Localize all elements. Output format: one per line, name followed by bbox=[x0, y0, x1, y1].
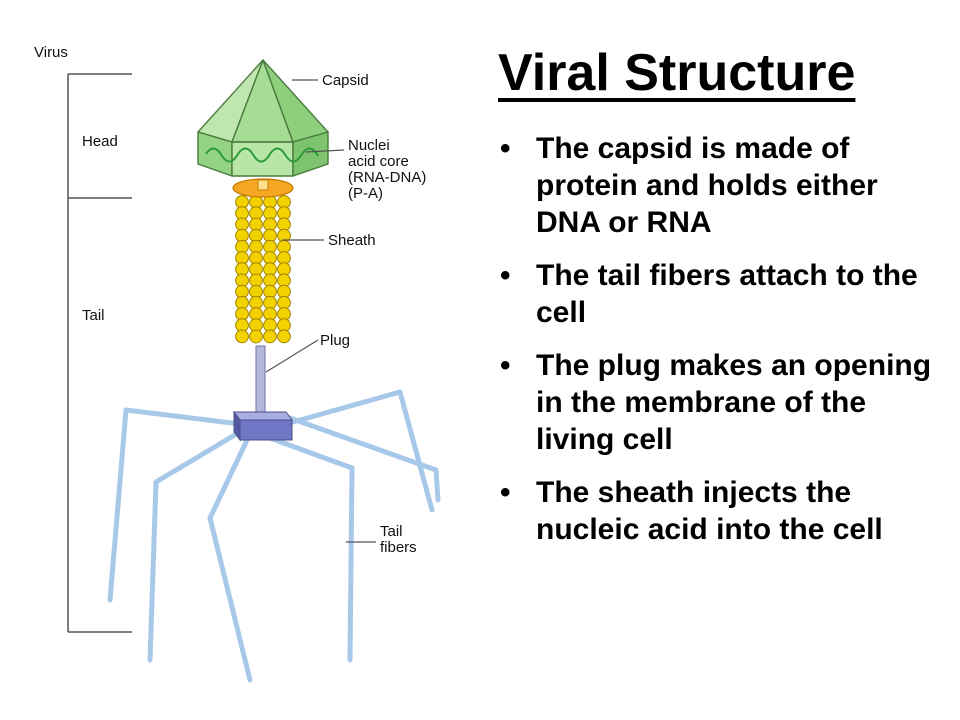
bullet-capsid: The capsid is made of protein and holds … bbox=[500, 130, 940, 241]
collar bbox=[232, 178, 294, 198]
sheath-bead bbox=[263, 329, 277, 344]
label-tail: Tail bbox=[82, 307, 105, 324]
label-head: Head bbox=[82, 133, 118, 150]
virus-bracket bbox=[67, 73, 132, 633]
slide-title: Viral Structure bbox=[498, 44, 856, 102]
nucleic-acid-helix bbox=[205, 147, 319, 163]
bullet-plug: The plug makes an opening in the membran… bbox=[500, 347, 940, 458]
label-nuclei-line2: acid core bbox=[348, 153, 409, 170]
label-fibers-line2: fibers bbox=[380, 539, 417, 556]
label-plug: Plug bbox=[320, 332, 350, 349]
label-nuclei-line1: Nuclei bbox=[348, 137, 390, 154]
bullet-sheath: The sheath injects the nucleic acid into… bbox=[500, 474, 940, 548]
label-capsid: Capsid bbox=[322, 72, 369, 89]
plug-rod bbox=[255, 345, 266, 417]
sheath-bead bbox=[277, 329, 291, 344]
sheath bbox=[235, 195, 291, 344]
base-plate bbox=[233, 410, 293, 442]
leader-lines bbox=[265, 79, 376, 543]
bullet-list: The capsid is made of protein and holds … bbox=[500, 130, 940, 564]
label-sheath: Sheath bbox=[328, 232, 376, 249]
tail-fibers bbox=[107, 389, 441, 683]
label-virus: Virus bbox=[34, 44, 68, 61]
virus-diagram: Virus Head Tail Capsid Nuclei acid core … bbox=[34, 44, 441, 683]
label-nuclei-line3: (RNA-DNA) bbox=[348, 169, 426, 186]
bullet-tail-fibers: The tail fibers attach to the cell bbox=[500, 257, 940, 331]
label-nuclei-line4: (P-A) bbox=[348, 185, 383, 202]
sheath-bead bbox=[249, 329, 263, 344]
sheath-bead bbox=[235, 329, 249, 344]
capsid bbox=[197, 59, 329, 177]
label-fibers-line1: Tail bbox=[380, 523, 403, 540]
